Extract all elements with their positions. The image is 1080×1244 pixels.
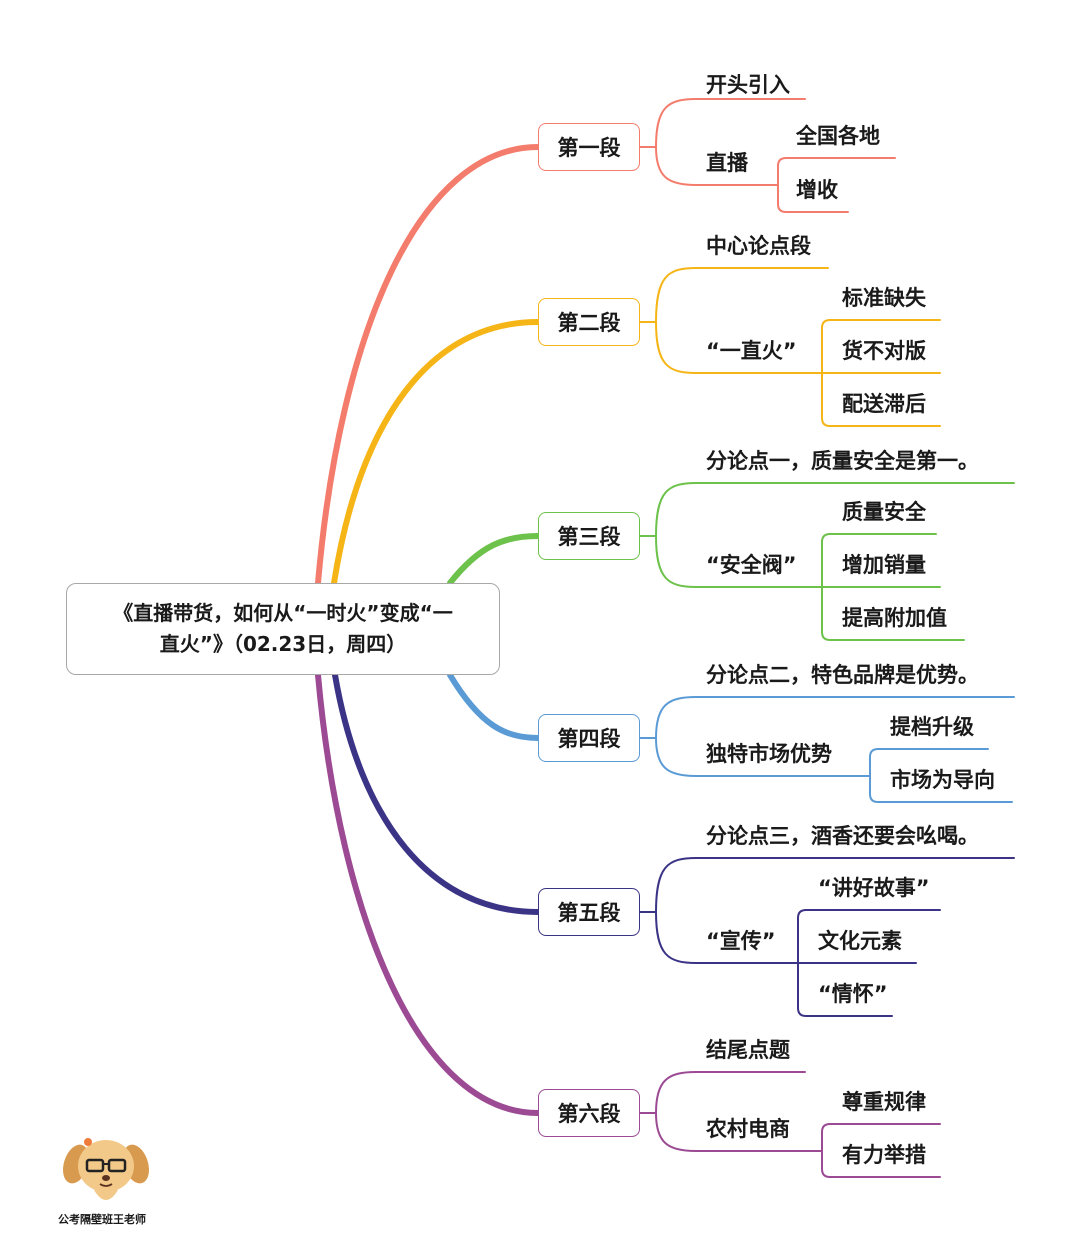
segment-2-subtopic-1: 标准缺失 [842,286,926,310]
segment-3-main-branch [447,533,541,586]
segment-1-topic-2-line [655,146,779,186]
segment-5-topic-2-line [655,911,799,964]
segment-4-box: 第四段 [538,714,640,762]
segment-3-subtopic-3: 提高附加值 [842,606,947,630]
segment-4-subtopic-2-line [869,775,1013,803]
segment-6-subtopic-1: 尊重规律 [842,1090,926,1114]
segment-3-subtopic-1: 质量安全 [842,500,926,524]
root-topic-line-1: 《直播带货，如何从“一时火”变成“一 [113,601,453,625]
segment-1-topic-2: 直播 [706,151,748,175]
segment-6-subtopic-2-line [821,1150,941,1178]
segment-1-box: 第一段 [538,123,640,171]
segment-1-topic-1: 开头引入 [706,73,790,97]
segment-6-main-branch [315,672,541,1116]
segment-2-main-branch [331,319,541,586]
segment-4-subtopic-2: 市场为导向 [890,768,995,792]
segment-2-topic-2: “一直火” [706,339,797,363]
segment-5-subtopic-1: “讲好故事” [818,876,930,900]
root-topic: 《直播带货，如何从“一时火”变成“一 直火”》（02.23日，周四） [66,583,500,675]
segment-4-topic-2-line [655,737,871,777]
segment-5-topic-1: 分论点三，酒香还要会吆喝。 [706,824,979,848]
segment-2-topic-1: 中心论点段 [706,234,811,258]
segment-6-topic-2: 农村电商 [706,1117,790,1141]
segment-5-subtopic-2: 文化元素 [818,929,902,953]
segment-2-subtopic-1-line [821,319,941,374]
segment-6-subtopic-2: 有力举措 [842,1143,926,1167]
segment-1-topic-1-line [655,98,806,148]
segment-4-subtopic-1: 提档升级 [890,715,974,739]
segment-3-topic-1-line [655,482,1015,537]
segment-6-subtopic-1-line [821,1123,941,1152]
segment-2-topic-1-line [655,267,829,323]
segment-3-topic-2-line [655,535,823,588]
segment-1-subtopic-1: 全国各地 [796,124,880,148]
segment-6-topic-1-line [655,1071,806,1114]
segment-3-subtopic-1-line [821,533,937,588]
segment-4-topic-2: 独特市场优势 [706,742,832,766]
segment-5-subtopic-1-line [797,909,941,964]
segment-3-box: 第三段 [538,512,640,560]
segment-5-subtopic-3: “情怀” [818,982,888,1006]
segment-1-main-branch [315,144,541,586]
segment-1-subtopic-1-line [777,157,896,186]
segment-2-subtopic-3: 配送滞后 [842,392,926,416]
segment-3-subtopic-2: 增加销量 [842,553,926,577]
watermark-caption: 公考隔壁班王老师 [58,1213,146,1226]
segment-4-main-branch [447,672,541,741]
segment-3-subtopic-3-line [821,586,965,641]
segment-2-topic-2-line [655,321,823,374]
segment-6-box: 第六段 [538,1089,640,1137]
segment-4-subtopic-1-line [869,748,989,777]
segment-4-topic-1-line [655,696,1015,739]
segment-3-topic-2: “安全阀” [706,553,797,577]
segment-5-box: 第五段 [538,888,640,936]
segment-1-subtopic-2-line [777,184,849,213]
segment-2-box: 第二段 [538,298,640,346]
segment-2-subtopic-2: 货不对版 [842,339,926,363]
segment-5-subtopic-3-line [797,962,893,1017]
cartoon-dog-with-glasses-icon [63,1138,149,1200]
segment-6-topic-2-line [655,1112,823,1152]
segment-4-topic-1: 分论点二，特色品牌是优势。 [706,663,979,687]
segment-5-main-branch [332,672,541,915]
segment-6-topic-1: 结尾点题 [706,1038,790,1062]
segment-1-subtopic-2: 增收 [796,178,838,202]
segment-5-topic-2: “宣传” [706,929,776,953]
segment-5-topic-1-line [655,857,1015,913]
root-topic-line-2: 直火”》（02.23日，周四） [159,632,407,656]
segment-3-topic-1: 分论点一，质量安全是第一。 [706,449,979,473]
segment-2-subtopic-3-line [821,372,941,427]
